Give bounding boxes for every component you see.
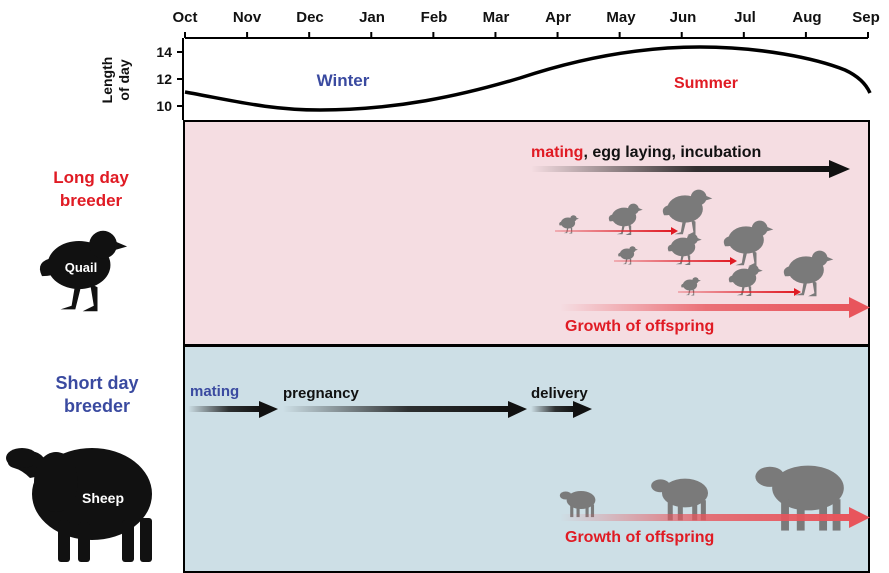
quail-label: Quail xyxy=(65,260,98,275)
day-length-axis-label: Length xyxy=(99,57,115,104)
month-label: Apr xyxy=(545,9,571,26)
y-tick-label: 12 xyxy=(156,71,172,87)
long-day-panel: Long day breeder Quail mating, egg layin… xyxy=(40,121,870,345)
short-day-growth-label: Growth of offspring xyxy=(565,529,714,546)
long-day-title: Long day xyxy=(53,168,129,187)
month-label: Dec xyxy=(296,9,324,26)
day-length-axis-label: of day xyxy=(116,59,132,100)
long-day-activities: mating, egg laying, incubation xyxy=(531,144,761,161)
month-label: Sep xyxy=(852,9,880,26)
short-day-title: breeder xyxy=(64,396,130,416)
long-day-title: breeder xyxy=(60,191,123,210)
month-label: Mar xyxy=(483,9,510,26)
long-day-rest-label: , egg laying, incubation xyxy=(583,144,761,161)
summer-label: Summer xyxy=(674,75,738,92)
month-label: May xyxy=(606,9,636,26)
short-day-pregnancy-label: pregnancy xyxy=(283,385,360,402)
winter-label: Winter xyxy=(317,71,370,90)
month-label: Aug xyxy=(792,9,821,26)
y-tick-label: 10 xyxy=(156,98,172,114)
month-axis: Oct Nov Dec Jan Feb Mar Apr May Jun Jul … xyxy=(172,9,879,38)
month-label: Nov xyxy=(233,9,262,26)
y-tick-label: 14 xyxy=(156,44,172,60)
short-day-title: Short day xyxy=(55,373,138,393)
month-label: Jan xyxy=(359,9,385,26)
month-label: Jun xyxy=(670,9,697,26)
sheep-label: Sheep xyxy=(82,490,124,506)
day-length-curve xyxy=(185,47,870,110)
short-day-panel: Short day breeder Sheep mating pregnancy… xyxy=(6,346,870,572)
month-label: Feb xyxy=(421,9,448,26)
short-day-delivery-label: delivery xyxy=(531,385,588,402)
long-day-growth-label: Growth of offspring xyxy=(565,318,714,335)
day-length-panel: 14 12 10 Length of day Winter Summer xyxy=(99,38,870,120)
sheep-icon xyxy=(6,448,152,562)
month-label: Oct xyxy=(172,9,197,26)
month-label: Jul xyxy=(734,9,756,26)
long-day-mating-label: mating xyxy=(531,144,583,161)
short-day-mating-label: mating xyxy=(190,383,239,400)
